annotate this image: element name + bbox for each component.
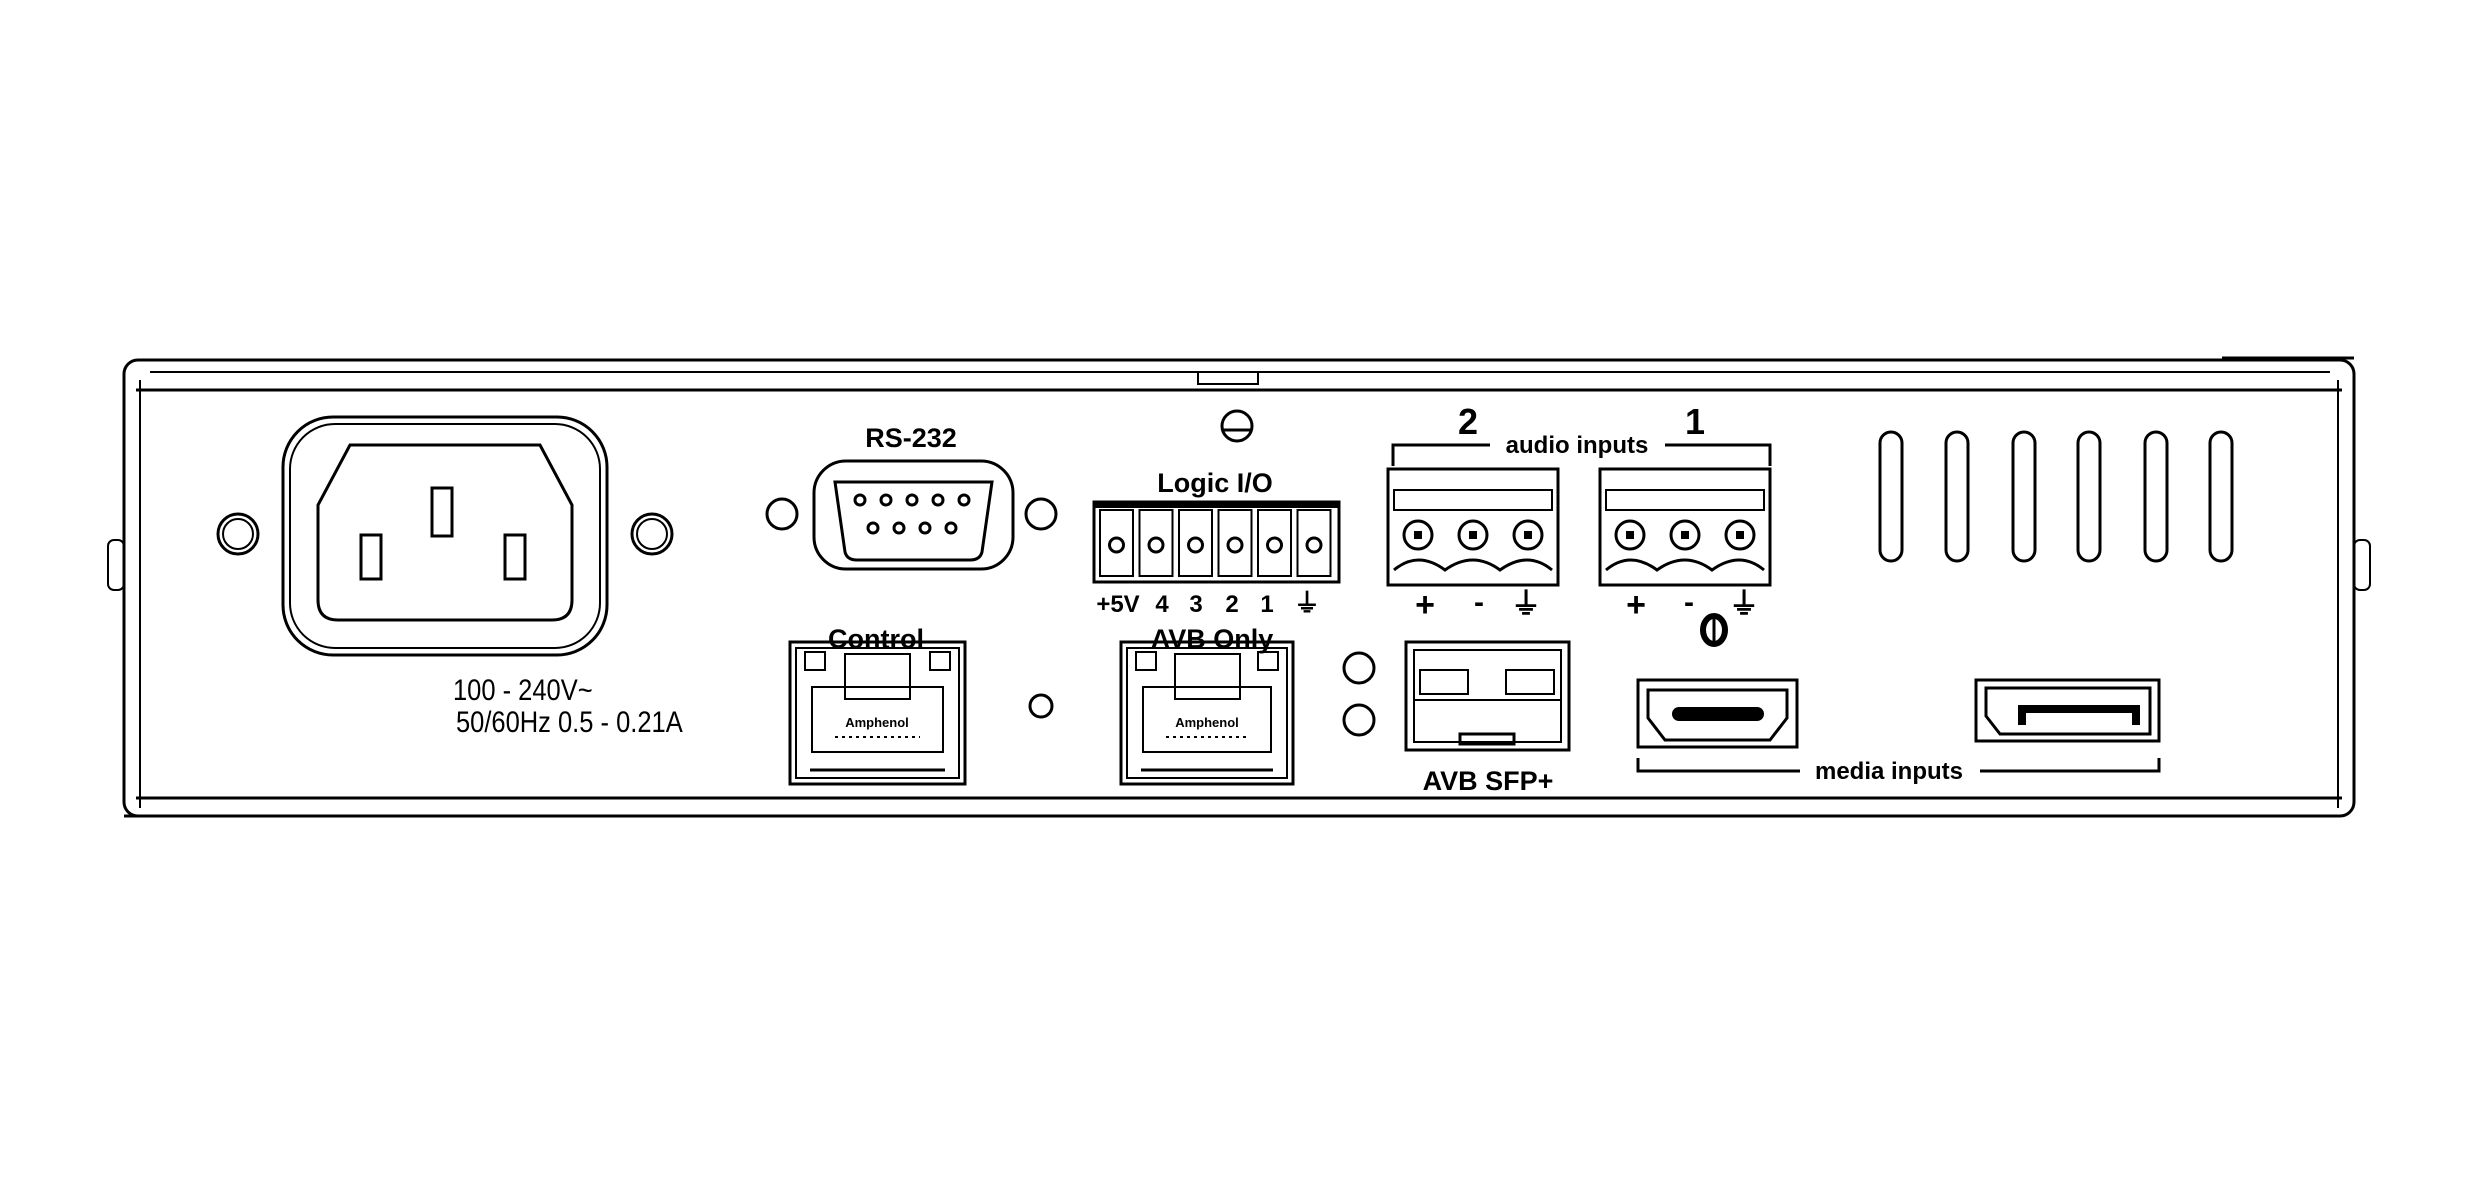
screw-hole xyxy=(1024,497,1058,531)
jack-brand: Amphenol xyxy=(845,715,909,730)
terminal-screw-center xyxy=(1736,531,1744,539)
thumbscrew-icon xyxy=(1700,613,1728,647)
power-rating-line2: 50/60Hz 0.5 - 0.21A xyxy=(456,705,683,738)
power-rating-line1: 100 - 240V~ xyxy=(453,673,593,706)
terminal-screw xyxy=(1147,536,1165,554)
logic-pin-label: +5V xyxy=(1096,591,1139,618)
audio-pin-label: + xyxy=(1415,586,1435,624)
sfp-cage[interactable] xyxy=(1404,640,1571,752)
vent-slot xyxy=(2076,430,2102,563)
audio-input-1-terminal[interactable] xyxy=(1598,467,1772,587)
sfp-led xyxy=(1342,651,1376,685)
audio-bracket xyxy=(1391,443,1772,466)
avb-only-label: AVB Only xyxy=(1151,624,1274,654)
logic-pin-label: 3 xyxy=(1189,591,1202,618)
vent-slot xyxy=(2011,430,2037,563)
rs232-label: RS-232 xyxy=(865,423,957,453)
terminal-screw xyxy=(1305,536,1323,554)
avb-ethernet-port[interactable]: Amphenol xyxy=(1119,640,1295,786)
audio-inputs-label: audio inputs xyxy=(1506,432,1649,459)
terminal-profile xyxy=(1605,558,1765,572)
logic-pin-label: ⏚ xyxy=(1294,588,1320,618)
terminal-top xyxy=(1393,489,1553,511)
audio-pin-label: - xyxy=(1474,586,1484,619)
audio-channel-number: 1 xyxy=(1685,401,1705,442)
media-bracket xyxy=(1636,758,2161,773)
screw-hole xyxy=(765,497,799,531)
logic-io-terminal-block[interactable] xyxy=(1092,500,1341,584)
rs232-port[interactable] xyxy=(812,459,1015,571)
terminal-screw-center xyxy=(1681,531,1689,539)
terminal-screw xyxy=(1266,536,1283,554)
terminal-screw xyxy=(1724,519,1756,551)
screw-hole xyxy=(630,512,674,556)
jack-brand: Amphenol xyxy=(1175,715,1239,730)
terminal-cell xyxy=(1178,509,1213,577)
terminal-screw xyxy=(1226,536,1244,554)
terminal-screw-center xyxy=(1626,531,1634,539)
terminal-screw xyxy=(1187,536,1204,554)
vent-slot xyxy=(1878,430,1904,563)
terminal-cell xyxy=(1099,509,1134,577)
terminal-cell xyxy=(1138,509,1174,577)
logic-pin-label: 2 xyxy=(1225,591,1238,618)
ventilation-slots xyxy=(1878,430,2234,563)
control-ethernet-port[interactable]: Amphenol xyxy=(788,640,967,786)
vent-slot xyxy=(2208,430,2234,563)
led-hole xyxy=(1028,693,1054,719)
logic-pin-label: 4 xyxy=(1155,591,1169,618)
vent-slot xyxy=(2143,430,2169,563)
ground-screw-icon xyxy=(1220,409,1254,443)
iec-power-inlet[interactable] xyxy=(281,415,609,657)
terminal-screw xyxy=(1108,536,1125,554)
logic-pin-label: 1 xyxy=(1260,591,1273,618)
vent-slot xyxy=(1944,430,1970,563)
terminal-screw xyxy=(1512,519,1544,551)
terminal-screw-center xyxy=(1414,531,1422,539)
sfp-label: AVB SFP+ xyxy=(1423,766,1554,796)
audio-pin-label: ⏚ xyxy=(1729,588,1759,621)
sfp-led xyxy=(1342,703,1376,737)
screw-hole xyxy=(216,512,260,556)
audio-input-2-terminal[interactable] xyxy=(1386,467,1560,587)
displayport-port[interactable] xyxy=(1974,678,2161,743)
terminal-screw-center xyxy=(1524,531,1532,539)
audio-channel-number: 2 xyxy=(1458,401,1478,442)
terminal-screw xyxy=(1614,519,1646,551)
terminal-screw-center xyxy=(1469,531,1477,539)
control-label: Control xyxy=(828,624,924,654)
terminal-housing xyxy=(1386,467,1560,587)
terminal-housing xyxy=(1598,467,1772,587)
terminal-screw xyxy=(1457,519,1489,551)
terminal-profile xyxy=(1393,558,1553,572)
media-inputs-label: media inputs xyxy=(1815,758,1963,785)
logic-io-label: Logic I/O xyxy=(1157,468,1273,498)
terminal-cell xyxy=(1257,509,1292,577)
audio-pin-label: - xyxy=(1684,586,1694,619)
chassis xyxy=(107,356,2371,818)
audio-pin-label: + xyxy=(1626,586,1646,624)
terminal-cell xyxy=(1296,509,1332,577)
audio-pin-label: ⏚ xyxy=(1511,588,1541,621)
terminal-cell xyxy=(1217,509,1253,577)
hdmi-port[interactable] xyxy=(1636,678,1799,749)
terminal-top xyxy=(1605,489,1765,511)
terminal-screw xyxy=(1669,519,1701,551)
terminal-screw xyxy=(1402,519,1434,551)
